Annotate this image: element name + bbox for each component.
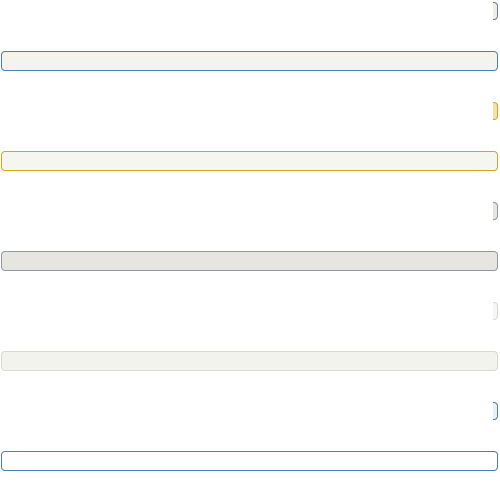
field-row-normal — [0, 0, 500, 100]
field-row-readonly — [0, 300, 500, 400]
field-edge-fragment — [493, 302, 498, 320]
field-edge-fragment — [493, 202, 498, 220]
text-field-disabled — [1, 251, 498, 271]
field-row-focused — [0, 100, 500, 200]
text-field-focused[interactable] — [1, 151, 498, 171]
field-edge-fragment — [493, 2, 498, 20]
field-row-disabled — [0, 200, 500, 300]
text-field-readonly[interactable] — [1, 351, 498, 371]
field-row-selected — [0, 400, 500, 500]
text-field-normal[interactable] — [1, 51, 498, 71]
field-edge-fragment — [493, 402, 498, 420]
field-edge-fragment — [493, 102, 498, 120]
text-field-selected[interactable] — [1, 451, 498, 471]
